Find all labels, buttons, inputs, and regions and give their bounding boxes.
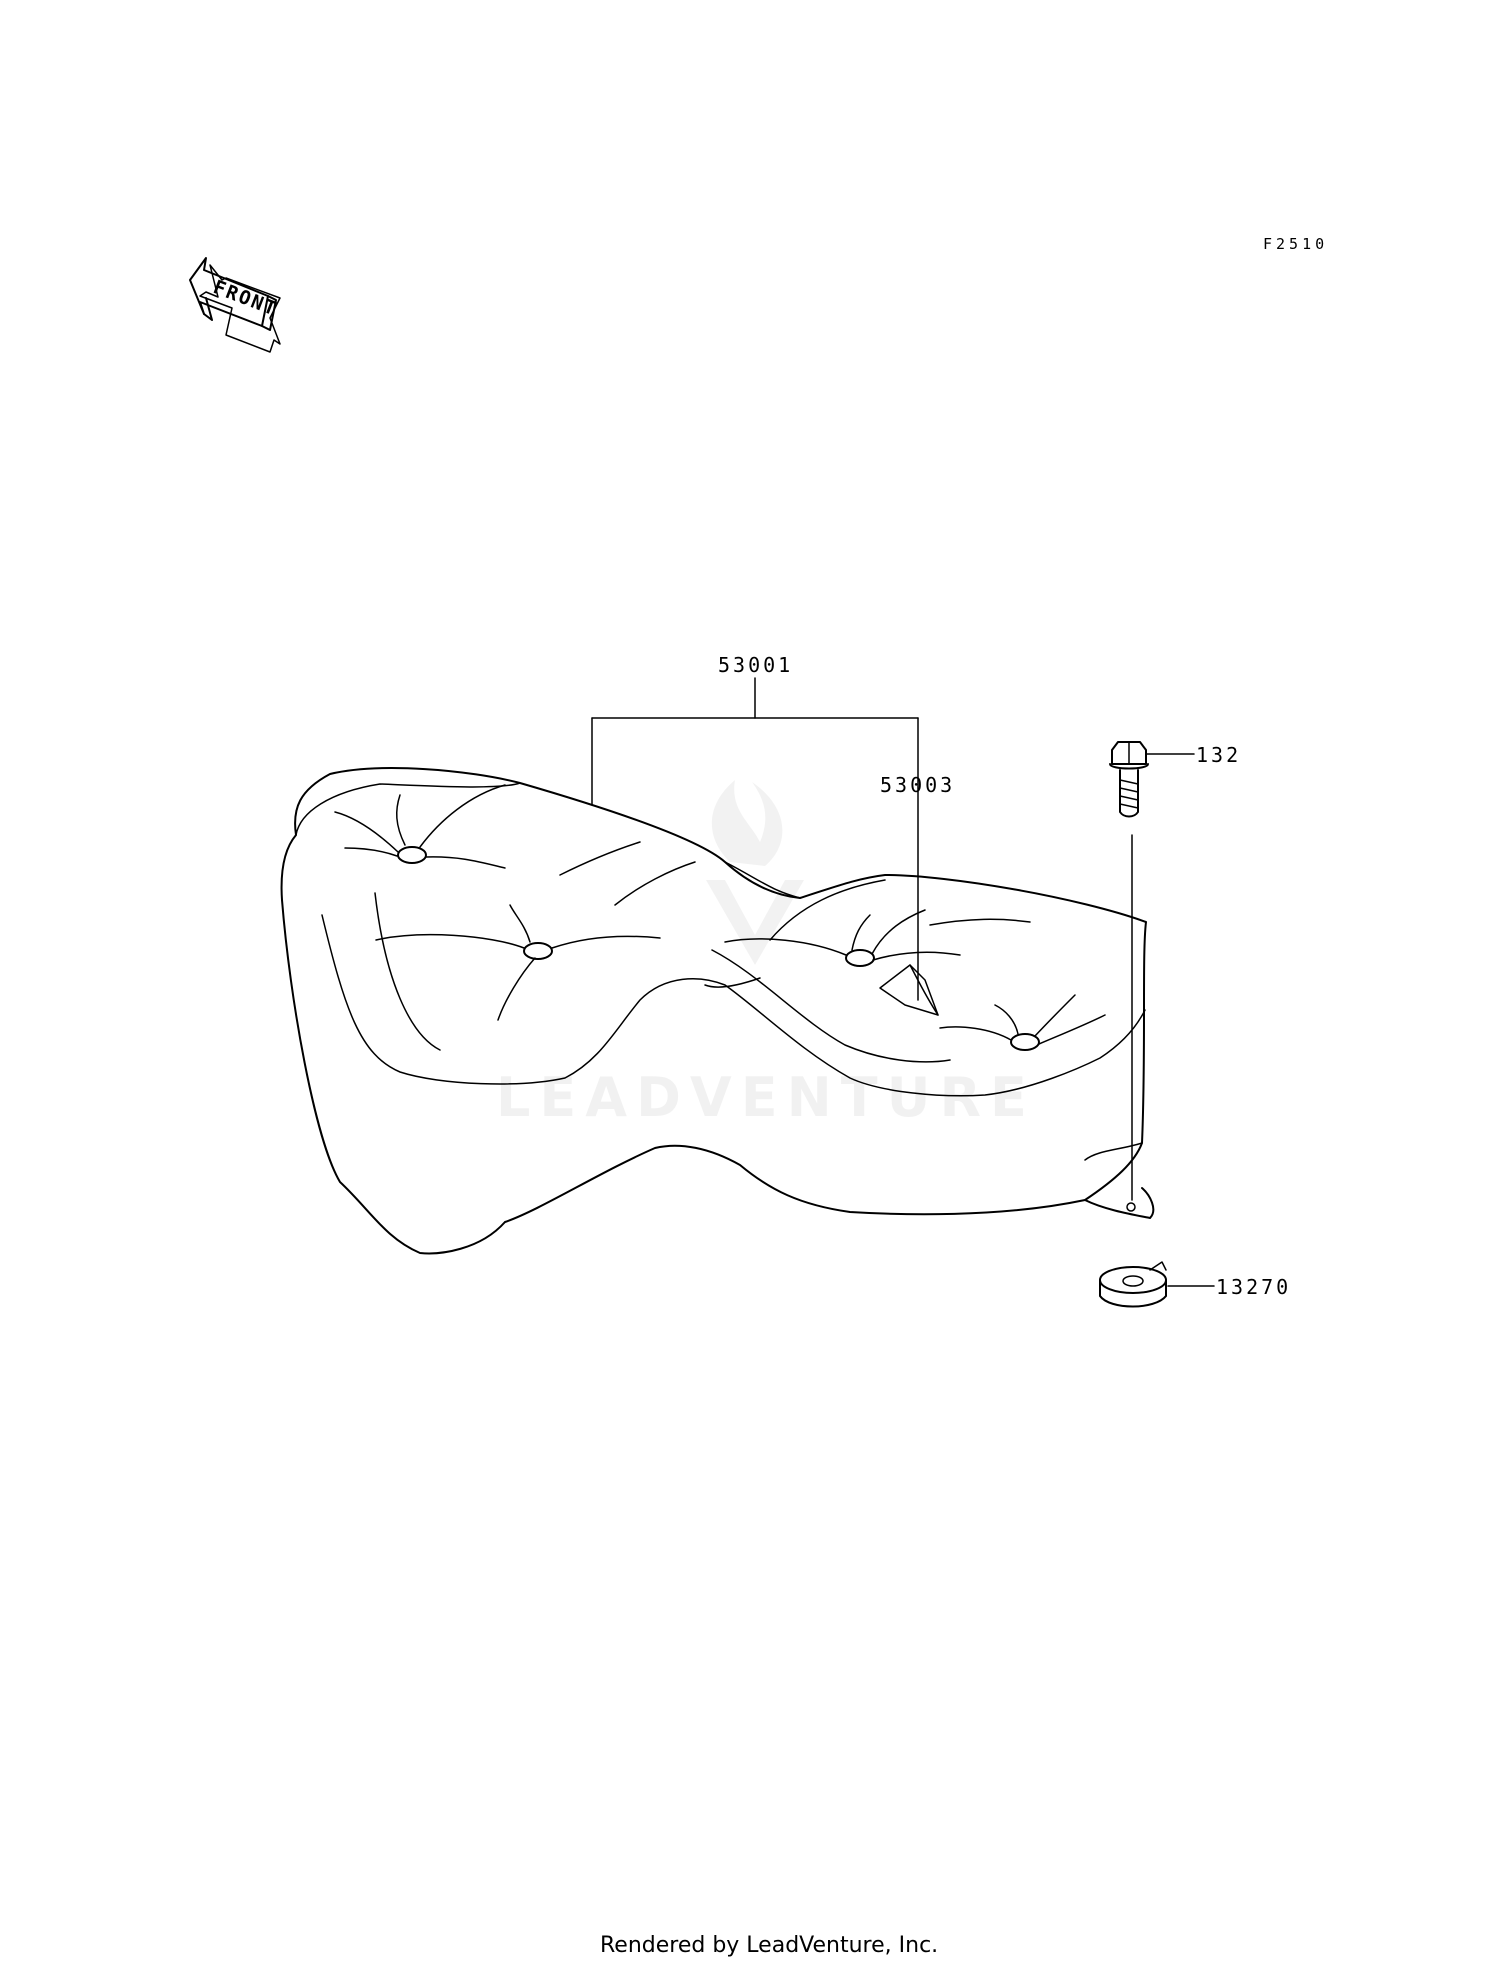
leader-lines (591, 677, 1215, 1287)
leadventure-watermark: LEADVENTURE (496, 780, 1036, 1129)
diagram-code: F2510 (1263, 235, 1328, 253)
watermark-text: LEADVENTURE (496, 1066, 1036, 1129)
part-label-53001: 53001 (718, 653, 793, 677)
part-label-13270: 13270 (1216, 1275, 1291, 1299)
part-label-53003: 53003 (880, 773, 955, 797)
footer-credit: Rendered by LeadVenture, Inc. (600, 1933, 938, 1958)
bolt-132-icon (1109, 741, 1149, 818)
grommet-13270-icon (1099, 1261, 1167, 1308)
front-direction-arrow-icon: FRONT (189, 257, 281, 353)
part-label-132: 132 (1196, 743, 1241, 767)
front-label: FRONT (210, 276, 281, 321)
seat-assembly (280, 767, 1155, 1255)
